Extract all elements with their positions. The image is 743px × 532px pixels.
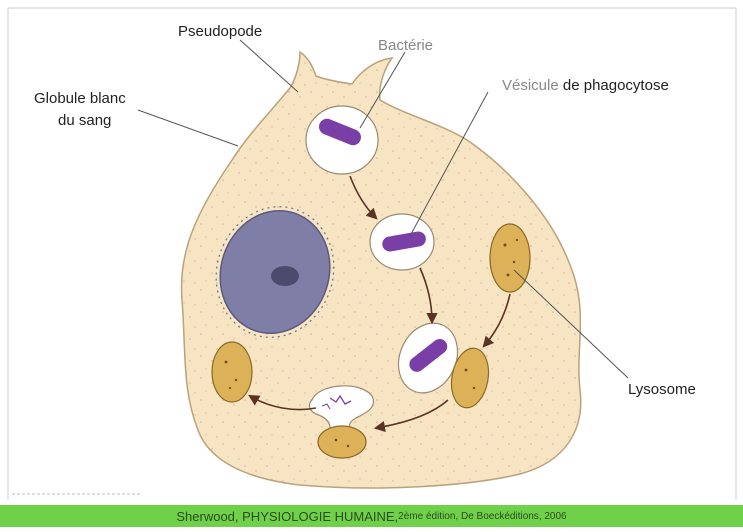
citation-main: Sherwood, PHYSIOLOGIE HUMAINE, [176,509,398,524]
label-pseudopode: Pseudopode [178,23,262,40]
label-vesicule-rest: de phagocytose [559,77,669,94]
label-vesicule-word: Vésicule [502,77,559,94]
label-globule-2: du sang [58,112,111,129]
label-globule-1: Globule blanc [34,90,126,107]
lysosome-left [212,342,252,402]
label-bacterie: Bactérie [378,37,433,54]
label-lysosome: Lysosome [628,381,696,398]
lysosome-right [490,224,530,292]
label-vesicule: Vésicule de phagocytose [502,77,669,94]
citation-footer: Sherwood, PHYSIOLOGIE HUMAINE, 2ème édit… [0,505,743,527]
phagocytic-vesicle [370,214,434,270]
citation-edition: 2ème édition, De Boeckéditions, 2006 [398,511,566,522]
